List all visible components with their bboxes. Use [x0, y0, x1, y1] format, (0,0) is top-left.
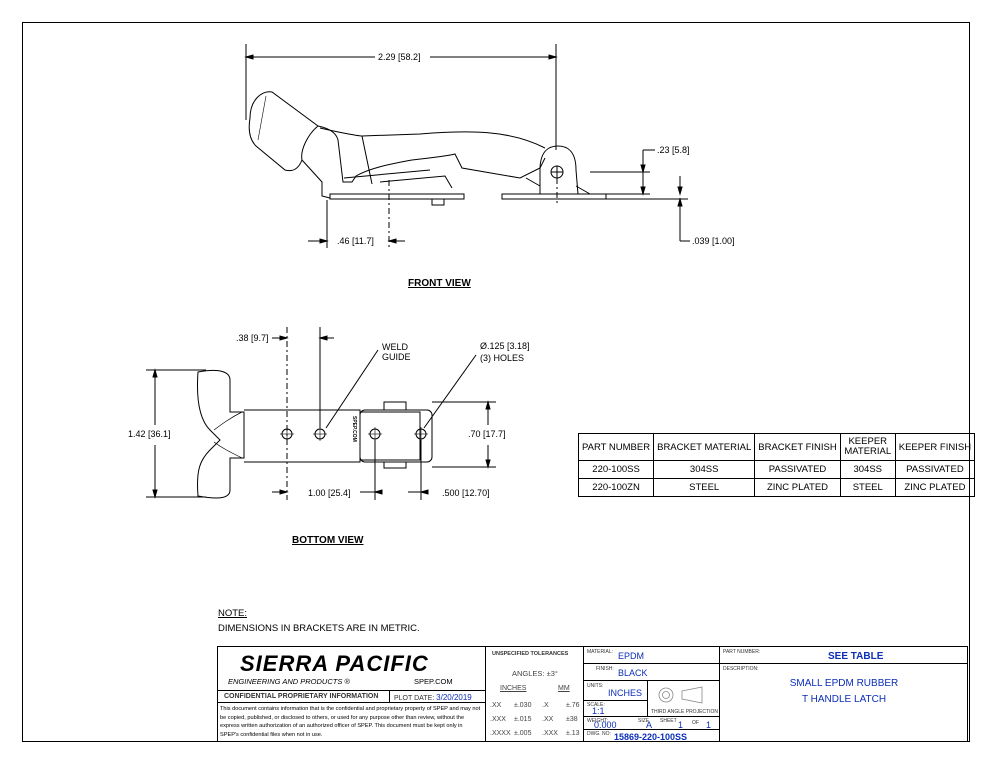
note-title: NOTE: — [218, 608, 248, 619]
description-cell: DESCRIPTION: SMALL EPDM RUBBER T HANDLE … — [720, 664, 968, 742]
tolerance-title: UNSPECIFIED TOLERANCES — [492, 651, 569, 657]
dim-handle-height: 1.42 [36.1] — [128, 429, 171, 439]
table-cell: 220-100SS — [577, 460, 655, 479]
company-website: SPEP.COM — [414, 677, 453, 686]
units-cell: UNITS: INCHES — [584, 681, 648, 701]
bottom-view-title: BOTTOM VIEW — [292, 535, 364, 546]
table-row: 220-100SS 304SS PASSIVATED 304SS PASSIVA… — [577, 460, 976, 479]
tolerance-block: UNSPECIFIED TOLERANCES ANGLES: ±3° INCHE… — [486, 647, 584, 742]
sheet-total-value: 1 — [706, 720, 712, 730]
dim-overall-width: 2.29 [58.2] — [378, 52, 421, 62]
front-view-title: FRONT VIEW — [408, 278, 471, 289]
table-cell: ZINC PLATED — [894, 478, 976, 497]
scale-value: 1:1 — [592, 706, 605, 716]
table-header-row: PART NUMBER BRACKET MATERIAL BRACKET FIN… — [577, 433, 976, 461]
spep-mark: SPEP.COM — [351, 416, 357, 442]
dim-thickness: .039 [1.00] — [692, 236, 735, 246]
col-header: KEEPER MATERIAL — [839, 433, 896, 461]
dwg-no-value: 15869-220-100SS — [614, 732, 688, 742]
table-row: 220-100ZN STEEL ZINC PLATED STEEL ZINC P… — [577, 478, 976, 497]
confidential-label: CONFIDENTIAL PROPRIETARY INFORMATION — [224, 693, 379, 700]
dim-keeper-spacing: .500 [12.70] — [442, 488, 490, 498]
col-header: PART NUMBER — [577, 433, 655, 461]
table-cell: 304SS — [839, 460, 896, 479]
projection-cell: THIRD ANGLE PROJECTION — [648, 681, 720, 717]
sheet-value: 1 — [678, 720, 684, 730]
dim-hole-spacing: 1.00 [25.4] — [308, 488, 351, 498]
projection-label: THIRD ANGLE PROJECTION — [651, 709, 718, 715]
angle-tolerance: ANGLES: ±3° — [512, 669, 558, 678]
note-text: DIMENSIONS IN BRACKETS ARE IN METRIC. — [218, 623, 420, 634]
dim-keeper-height: .70 [17.7] — [468, 429, 506, 439]
disclaimer-text: This document contains information that … — [220, 706, 481, 738]
material-value: EPDM — [618, 651, 645, 661]
table-cell: 304SS — [653, 460, 756, 479]
table-cell: STEEL — [653, 478, 756, 497]
col-header: BRACKET MATERIAL — [653, 433, 756, 461]
inches-header: INCHES — [500, 685, 527, 692]
dim-offset: .46 [11.7] — [337, 236, 374, 246]
table-cell: PASSIVATED — [754, 460, 841, 479]
company-name: SIERRA PACIFIC — [240, 651, 429, 676]
mm-header: MM — [558, 685, 570, 692]
part-spec-table: PART NUMBER BRACKET MATERIAL BRACKET FIN… — [577, 433, 976, 497]
company-block: SIERRA PACIFIC ENGINEERING AND PRODUCTS … — [218, 647, 486, 691]
front-view-drawing — [244, 44, 690, 248]
col-header: BRACKET FINISH — [754, 433, 841, 461]
company-subtitle: ENGINEERING AND PRODUCTS ® — [228, 677, 350, 686]
bottom-view-drawing — [146, 327, 496, 500]
part-number-value: SEE TABLE — [828, 651, 884, 662]
finish-cell: FINISH: BLACK — [584, 664, 720, 681]
title-block: SIERRA PACIFIC ENGINEERING AND PRODUCTS … — [217, 646, 968, 742]
part-number-cell: PART NUMBER: SEE TABLE — [720, 647, 968, 664]
dim-weld-offset: .38 [9.7] — [236, 333, 269, 343]
third-angle-projection-icon — [658, 686, 703, 704]
table-cell: PASSIVATED — [894, 460, 976, 479]
col-header: KEEPER FINISH — [894, 433, 976, 461]
weight-value: 0.000 — [594, 720, 617, 730]
tolerance-rows: .XX±.030.X±.76 .XXX±.015.XX±38 .XXXX±.00… — [490, 702, 580, 737]
hole-callout: Ø.125 [3.18](3) HOLES — [480, 341, 530, 363]
scale-cell: SCALE: 1:1 — [584, 701, 648, 717]
description-line1: SMALL EPDM RUBBER — [789, 678, 899, 689]
dim-height: .23 [5.8] — [657, 145, 690, 155]
units-value: INCHES — [608, 688, 643, 698]
size-value: A — [646, 720, 653, 730]
table-cell: 220-100ZN — [577, 478, 655, 497]
finish-value: BLACK — [618, 668, 648, 678]
material-cell: MATERIAL: EPDM — [584, 647, 720, 664]
dwg-no-cell: DWG. NO: 15869-220-100SS — [584, 730, 720, 742]
plot-date: PLOT DATE: 3/20/2019 — [394, 693, 472, 702]
table-cell: ZINC PLATED — [754, 478, 841, 497]
weight-size-sheet-cell: WEIGHT: 0.000 SIZE A SHEET 1 OF 1 — [584, 717, 720, 730]
description-line2: T HANDLE LATCH — [801, 694, 887, 705]
table-cell: STEEL — [839, 478, 896, 497]
